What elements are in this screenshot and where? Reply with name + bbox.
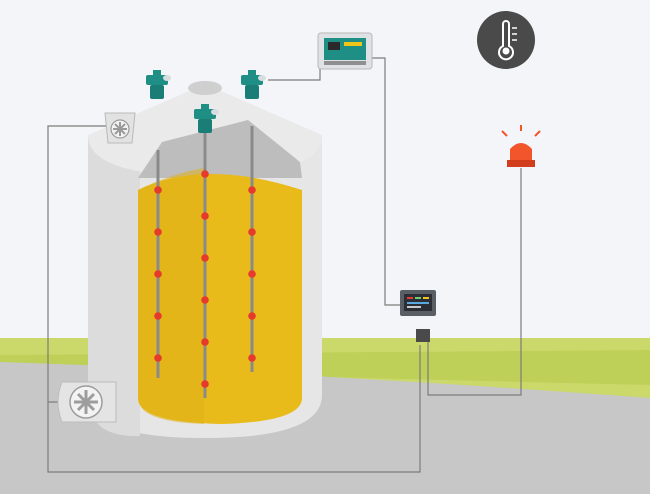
display-bar-blue xyxy=(407,302,429,304)
wiring xyxy=(47,57,522,473)
display-bar-amber xyxy=(423,297,429,299)
temperature-sensor-node xyxy=(154,228,162,236)
sensor-mount xyxy=(201,104,209,112)
roof-sensor-center xyxy=(194,104,219,133)
wire-display-to-alarm xyxy=(427,168,522,396)
temperature-sensor-node xyxy=(201,254,209,262)
badge-circle xyxy=(477,11,535,69)
thermometer-icon xyxy=(498,20,514,61)
beacon-dome xyxy=(510,143,532,160)
temperature-sensor-node xyxy=(201,380,209,388)
sensor-cap xyxy=(211,109,219,115)
temperature-sensor-node xyxy=(248,354,256,362)
sensor-body xyxy=(245,85,259,99)
roof-sensors xyxy=(146,70,266,133)
thermometer-badge xyxy=(477,11,535,69)
silo-headspace xyxy=(138,120,302,178)
wireless-controller-board xyxy=(317,32,373,70)
sensor-cap xyxy=(163,75,171,81)
alarm-beacon xyxy=(501,125,541,167)
temperature-sensor-node xyxy=(201,212,209,220)
sensor-body xyxy=(198,119,212,133)
grain-shadow xyxy=(138,168,204,424)
board-chip xyxy=(328,42,340,50)
board-terminal-strip xyxy=(324,61,366,65)
temperature-sensor-node xyxy=(154,354,162,362)
display-bar-green xyxy=(415,297,421,299)
temperature-cables xyxy=(154,126,256,398)
monitoring-display-panel xyxy=(400,290,436,316)
silo-wall-shade xyxy=(88,135,140,437)
fan-blades xyxy=(113,122,127,136)
display-bar-white xyxy=(407,306,421,308)
display-bar-red xyxy=(407,297,413,299)
temperature-sensor-node xyxy=(248,312,256,320)
roof-hatch xyxy=(188,81,222,95)
roof-sensor-left xyxy=(146,70,171,99)
sensor-mount xyxy=(248,70,256,78)
beacon-ray xyxy=(501,130,508,137)
sensor-head xyxy=(146,75,168,85)
beacon-base xyxy=(507,160,535,167)
temperature-sensor-node xyxy=(201,338,209,346)
sensor-head xyxy=(194,109,216,119)
wire-controller-to-display xyxy=(370,57,400,306)
junction-box xyxy=(416,329,430,342)
sensor-mount xyxy=(153,70,161,78)
fan-blades xyxy=(74,390,98,414)
board-terminal xyxy=(344,42,362,46)
temperature-sensor-node xyxy=(154,186,162,194)
sensor-cap xyxy=(258,75,266,81)
temperature-sensor-node xyxy=(154,270,162,278)
wire-loop-fans xyxy=(47,125,421,473)
temperature-sensor-node xyxy=(248,186,256,194)
sensor-body xyxy=(150,85,164,99)
temperature-sensor-node xyxy=(154,312,162,320)
temperature-sensor-node xyxy=(201,170,209,178)
aeration-fan xyxy=(57,381,117,423)
temperature-sensor-node xyxy=(201,296,209,304)
thermometer-bulb xyxy=(502,47,510,55)
temperature-sensor-node xyxy=(248,270,256,278)
temperature-sensor-node xyxy=(248,228,256,236)
roof-sensor-right xyxy=(241,70,266,99)
beacon-ray xyxy=(534,130,541,137)
roof-vent-fan xyxy=(104,112,136,144)
sensor-head xyxy=(241,75,263,85)
